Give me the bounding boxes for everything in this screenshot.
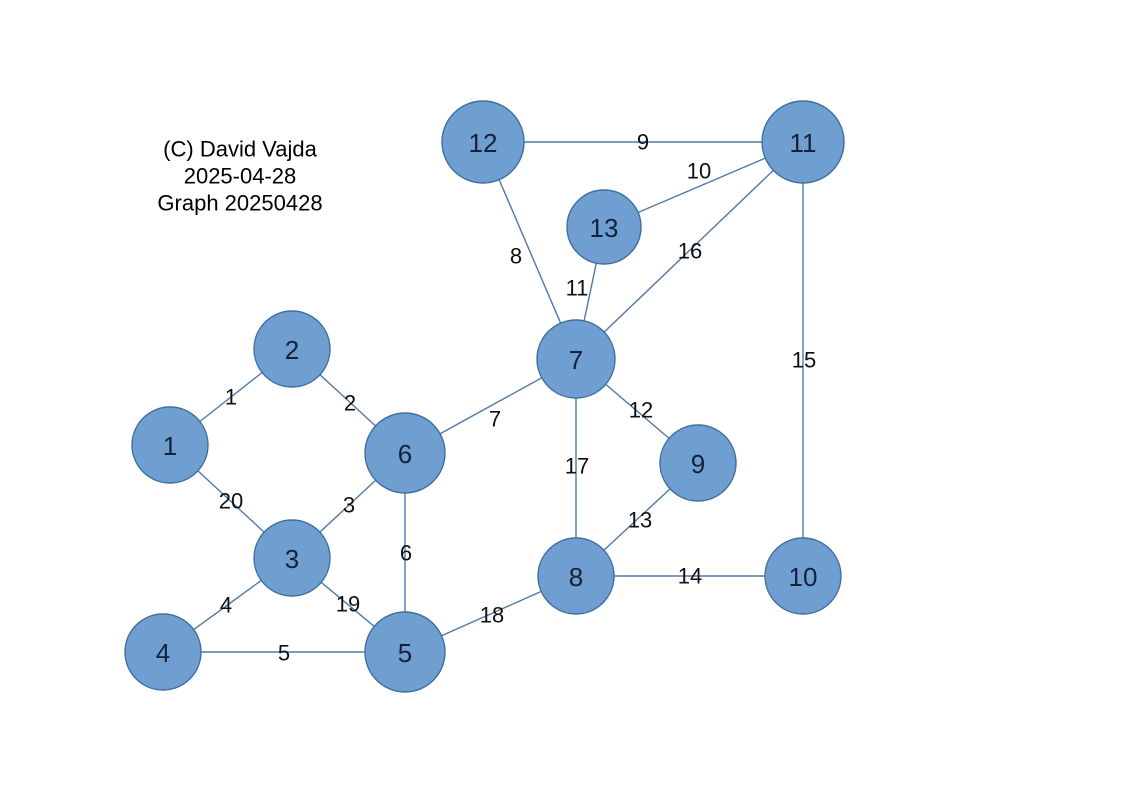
- graph-node-circle-1: [131, 406, 209, 484]
- graph-node-label-11: 11: [790, 128, 817, 158]
- graph-edge-6-7: [438, 376, 544, 435]
- graph-node-circle-4: [124, 613, 202, 691]
- graph-node-circle-6: [364, 412, 446, 494]
- graph-node-circle-10: [764, 537, 842, 615]
- graph-node-label-3: 3: [285, 544, 299, 574]
- graph-node-label-10: 10: [789, 562, 818, 592]
- graph-edge-12-7: [498, 178, 562, 325]
- graph-node-6: 6: [364, 412, 446, 494]
- edge-weight-label-4-5: 5: [278, 641, 290, 666]
- graph-node-4: 4: [124, 613, 202, 691]
- graph-node-label-12: 12: [469, 128, 498, 158]
- graph-node-13: 13: [566, 189, 642, 265]
- edge-weight-label-2-6: 2: [344, 391, 356, 416]
- graph-node-label-1: 1: [163, 431, 177, 461]
- graph-node-label-4: 4: [156, 638, 170, 668]
- caption-line-3: Graph 20250428: [157, 191, 322, 216]
- caption-line-1: (C) David Vajda: [163, 137, 317, 162]
- graph-node-label-13: 13: [590, 213, 619, 243]
- edge-weight-label-13-11: 10: [687, 159, 711, 184]
- graph-edge-13-7: [583, 262, 598, 322]
- graph-edge-3-6: [318, 479, 377, 534]
- edge-weight-label-1-3: 20: [219, 489, 243, 514]
- edge-weight-label-12-7: 8: [510, 244, 522, 269]
- edge-weight-label-3-6: 3: [343, 493, 355, 518]
- graph-node-11: 11: [761, 100, 845, 184]
- edge-weight-label-7-9: 12: [629, 398, 653, 423]
- graph-edge-3-5: [319, 581, 376, 628]
- graph-node-circle-8: [537, 537, 615, 615]
- graph-node-label-2: 2: [285, 335, 299, 365]
- graph-node-3: 3: [253, 519, 331, 597]
- graph-node-circle-7: [536, 319, 616, 399]
- edge-weight-label-5-8: 18: [480, 603, 504, 628]
- graph-node-label-6: 6: [398, 439, 412, 469]
- graph-edge-5-8: [440, 590, 543, 637]
- graph-edge-2-6: [318, 373, 377, 428]
- graph-edge-3-4: [192, 579, 263, 631]
- graph-node-10: 10: [764, 537, 842, 615]
- graph-node-circle-9: [659, 424, 737, 502]
- edge-weight-label-3-4: 4: [220, 593, 232, 618]
- graph-edge-9-8: [602, 487, 672, 552]
- edge-weight-label-12-11: 9: [637, 130, 649, 155]
- graph-edge-1-3: [196, 469, 266, 534]
- graph-node-label-9: 9: [691, 449, 705, 479]
- graph-node-label-8: 8: [569, 562, 583, 592]
- edge-weight-label-6-7: 7: [489, 407, 501, 432]
- graph-edge-7-9: [604, 383, 671, 440]
- edge-weight-label-1-2: 1: [225, 385, 237, 410]
- graph-node-7: 7: [536, 319, 616, 399]
- graph-edge-11-7: [602, 169, 775, 334]
- graph-node-9: 9: [659, 424, 737, 502]
- edges-layer: [192, 141, 804, 653]
- graph-edge-1-2: [198, 371, 264, 423]
- graph-node-circle-13: [566, 189, 642, 265]
- graph-node-circle-3: [253, 519, 331, 597]
- graph-node-8: 8: [537, 537, 615, 615]
- edge-weight-label-6-5: 6: [400, 541, 412, 566]
- graph-node-circle-5: [364, 611, 446, 693]
- edge-weight-label-8-10: 14: [678, 564, 702, 589]
- graph-node-12: 12: [441, 100, 525, 184]
- graph-node-label-7: 7: [569, 345, 583, 375]
- edge-weight-label-13-7: 11: [566, 276, 589, 301]
- graph-node-5: 5: [364, 611, 446, 693]
- edge-weight-label-7-8: 17: [565, 454, 589, 479]
- graph-node-circle-2: [253, 310, 331, 388]
- graph-node-circle-11: [761, 100, 845, 184]
- edge-weight-label-11-7: 16: [678, 239, 702, 264]
- edge-weight-label-11-10: 15: [792, 348, 816, 373]
- graph-edge-13-11: [636, 157, 767, 214]
- graph-node-label-5: 5: [398, 638, 412, 668]
- graph-node-circle-12: [441, 100, 525, 184]
- edge-weight-label-3-5: 19: [336, 592, 360, 617]
- edge-weight-label-9-8: 13: [628, 508, 652, 533]
- graph-node-2: 2: [253, 310, 331, 388]
- graph-node-1: 1: [131, 406, 209, 484]
- caption-line-2: 2025-04-28: [184, 164, 297, 189]
